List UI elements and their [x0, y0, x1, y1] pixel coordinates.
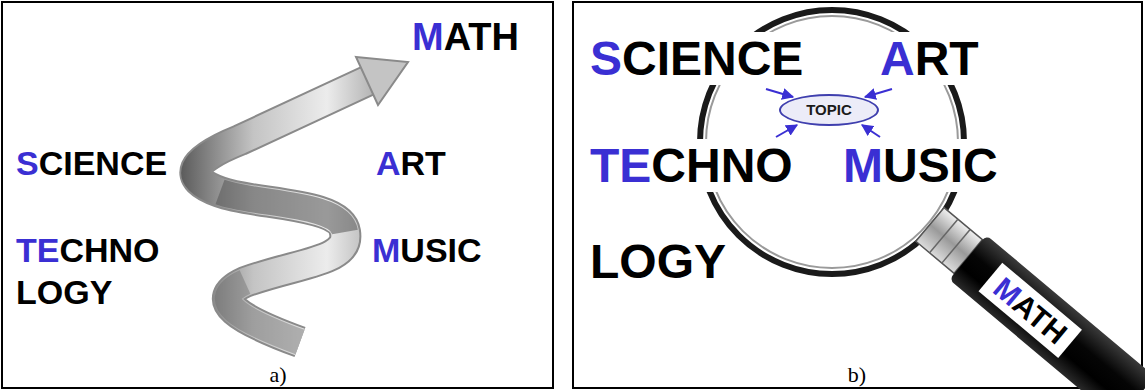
pointer-arrow	[776, 125, 797, 137]
word-rest: USIC	[883, 139, 998, 192]
discipline-word: ART	[376, 146, 446, 180]
accent-letter: M	[843, 139, 883, 192]
ribbon-shade	[228, 282, 300, 342]
panel-letter: b)	[848, 364, 866, 386]
discipline-word: SCIENCE	[16, 146, 167, 180]
discipline-word: MUSIC	[843, 142, 998, 190]
topic-ellipse: TOPIC	[779, 94, 879, 126]
spiral-ribbon	[195, 81, 367, 342]
accent-letter: S	[16, 144, 39, 182]
word-rest: RT	[915, 32, 979, 85]
word-rest: RT	[401, 144, 446, 182]
accent-letter: S	[590, 32, 622, 85]
discipline-word: TECHNO LOGY	[16, 229, 160, 313]
magnifier-handle: MATH	[949, 235, 1145, 390]
discipline-word: SCIENCE	[590, 35, 803, 83]
accent-letter: M	[412, 16, 444, 58]
ribbon-arrowhead	[356, 57, 408, 105]
discipline-word: TECHNO LOGY	[590, 118, 793, 310]
panel-frame	[2, 2, 553, 388]
topic-label: TOPIC	[806, 102, 852, 119]
pointer-arrow	[862, 125, 880, 137]
discipline-word: MUSIC	[372, 233, 482, 267]
word-rest: CIENCE	[39, 144, 167, 182]
handle-label: MATH	[979, 262, 1083, 357]
accent-letter: TE	[16, 231, 59, 269]
accent-letter: A	[376, 144, 401, 182]
spiral-ribbon-edge	[195, 81, 367, 342]
discipline-word: MATH	[412, 18, 519, 56]
discipline-word: ART	[880, 35, 979, 83]
accent-letter: M	[372, 231, 400, 269]
word-rest: ATH	[444, 16, 519, 58]
pointer-arrow	[766, 89, 793, 97]
panel-letter: a)	[269, 364, 286, 386]
accent-letter: A	[880, 32, 915, 85]
word-rest: USIC	[400, 231, 481, 269]
ribbon-shade	[220, 192, 345, 232]
ferrule-groove	[930, 219, 958, 253]
panel-frame	[573, 2, 1142, 388]
pointer-arrow	[865, 89, 892, 97]
word-rest: CIENCE	[622, 32, 803, 85]
accent-letter: TE	[590, 139, 651, 192]
